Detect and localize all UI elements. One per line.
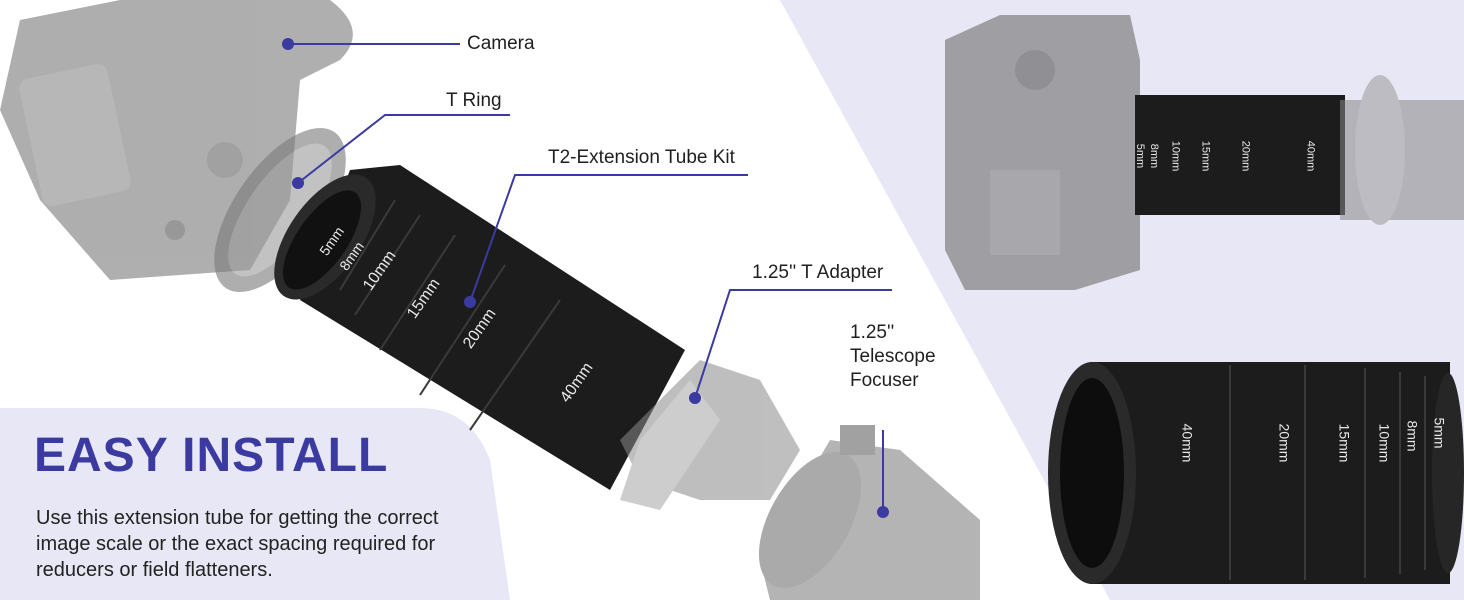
br-tube-label-8mm: 8mm xyxy=(1404,420,1421,452)
install-panel-bg xyxy=(0,408,510,600)
install-description: Use this extension tube for getting the … xyxy=(36,507,439,581)
br-tube-label-5mm: 5mm xyxy=(1431,417,1448,449)
br-tube-label-20mm: 20mm xyxy=(1276,423,1293,463)
install-title: EASY INSTALL xyxy=(34,429,389,482)
tr-tube-label-5mm: 5mm xyxy=(1134,143,1147,169)
br-tube-label-15mm: 15mm xyxy=(1336,423,1353,463)
tr-tube-label-15mm: 15mm xyxy=(1199,140,1212,172)
focuser-callout-dot xyxy=(877,506,889,518)
t-ring-label: T Ring xyxy=(446,90,502,111)
t-adapter-callout-dot xyxy=(689,392,701,404)
callout-lines xyxy=(288,43,892,512)
tube-kit-callout-line xyxy=(469,174,748,303)
t-adapter-callout-line xyxy=(694,289,892,399)
br-tube-label-10mm: 10mm xyxy=(1376,423,1393,463)
tr-tube-label-10mm: 10mm xyxy=(1169,140,1182,172)
extension-tube-standalone-image xyxy=(1048,362,1464,584)
focuser-image xyxy=(758,425,980,600)
camera-with-tube-image xyxy=(945,15,1464,290)
br-tube-label-40mm: 40mm xyxy=(1179,423,1196,463)
tr-tube-label-40mm: 40mm xyxy=(1304,140,1317,172)
tr-tube-label-8mm: 8mm xyxy=(1148,143,1161,169)
camera-callout-dot xyxy=(282,38,294,50)
t-ring-callout-line xyxy=(297,114,510,184)
tr-tube-label-20mm: 20mm xyxy=(1239,140,1252,172)
focuser-label: 1.25'' Telescope Focuser xyxy=(850,322,936,391)
camera-label: Camera xyxy=(467,33,535,54)
tube-kit-label: T2-Extension Tube Kit xyxy=(548,147,735,168)
t-adapter-label: 1.25'' T Adapter xyxy=(752,262,884,283)
extension-tube-main xyxy=(274,165,685,490)
t-adapter-image xyxy=(620,360,800,510)
callout-dots xyxy=(282,38,889,518)
tube-kit-callout-dot xyxy=(464,296,476,308)
t-ring-callout-dot xyxy=(292,177,304,189)
